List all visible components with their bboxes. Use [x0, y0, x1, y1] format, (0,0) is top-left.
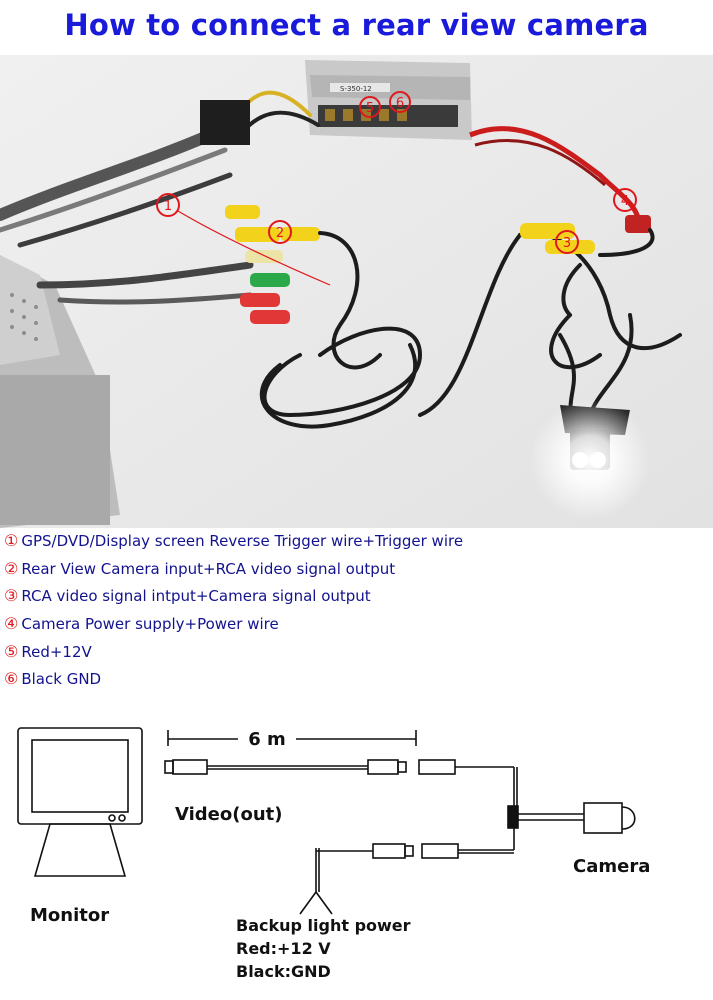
trigger-wire [177, 210, 331, 286]
monitor-label: Monitor [30, 905, 109, 926]
marker-6: 6 [389, 91, 411, 113]
length-indicator [167, 730, 417, 746]
legend-text: RCA video signal intput+Camera signal ou… [21, 587, 371, 606]
power-red-label: Red:+12 V [236, 939, 331, 958]
camera-lead [518, 802, 636, 834]
video-out-label: Video(out) [175, 804, 282, 825]
marker-6-label: 6 [396, 96, 404, 111]
page-title: How to connect a rear view camera [64, 8, 649, 42]
legend-number: ⑤ [4, 641, 19, 661]
yellow-rca-camera-end [520, 223, 575, 239]
harness-connector [200, 100, 250, 145]
legend-text: Black GND [21, 670, 102, 689]
red-power-connector [625, 215, 651, 233]
power-black-label: Black:GND [236, 962, 331, 981]
legend-text: GPS/DVD/Display screen Reverse Trigger w… [21, 532, 464, 550]
power-supply: S-350-12 [305, 60, 472, 140]
video-cable [164, 759, 518, 806]
marker-5-label: 5 [366, 101, 374, 116]
legend-text: Rear View Camera input+RCA video signal … [21, 559, 396, 578]
cable-junction [507, 805, 519, 829]
power-title-label: Backup light power [236, 916, 411, 935]
legend-text: Camera Power supply+Power wire [21, 615, 279, 634]
marker-1-label: 1 [164, 199, 172, 214]
head-unit [0, 255, 120, 528]
legend-number: ② [4, 558, 19, 578]
camera-label: Camera [573, 856, 650, 877]
rca-connectors [225, 205, 320, 324]
psu-label: S-350-12 [340, 85, 372, 93]
marker-2: 2 [268, 220, 292, 244]
monitor-icon [17, 727, 143, 877]
legend-number: ③ [4, 586, 19, 606]
legend-text: Red+12V [21, 642, 92, 661]
marker-3-label: 3 [563, 236, 571, 251]
marker-5: 5 [359, 96, 381, 118]
power-cable [299, 828, 515, 915]
marker-4-label: 4 [621, 194, 629, 209]
photo-markers: 1 2 3 4 5 6 [156, 91, 637, 254]
legend-number: ④ [4, 614, 19, 634]
marker-4: 4 [613, 188, 637, 212]
connection-diagram: 6 m Video(out) Monitor Camera Backup lig… [17, 727, 650, 981]
legend-number: ① [4, 531, 19, 550]
wiring-harness [0, 90, 320, 305]
marker-3: 3 [555, 230, 579, 254]
legend-number: ⑥ [4, 669, 19, 689]
length-label: 6 m [248, 729, 286, 750]
marker-2-label: 2 [276, 226, 284, 241]
wiring-photo: S-350-12 [0, 55, 713, 528]
marker-1: 1 [156, 193, 180, 217]
camera-unit [530, 400, 650, 520]
